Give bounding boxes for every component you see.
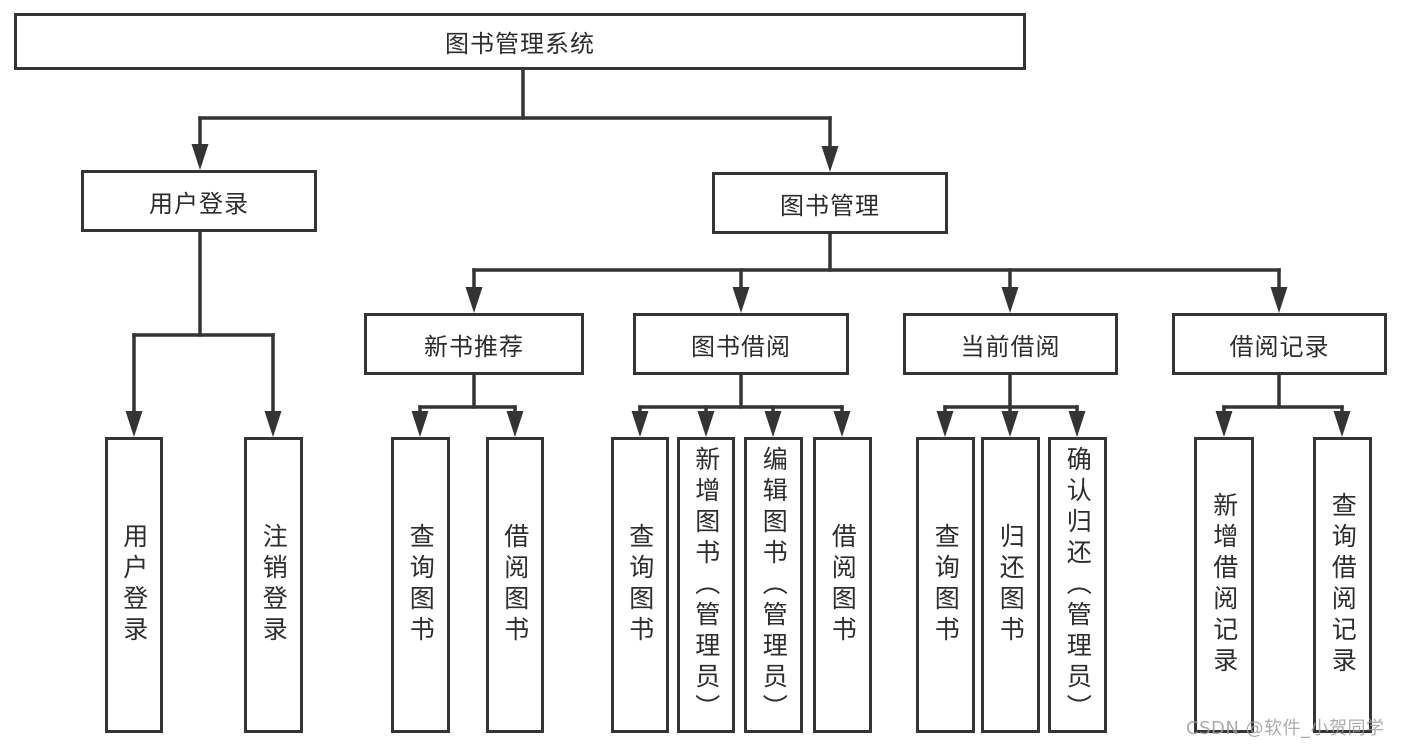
node-leaf-newbook-query: 查询图书 — [391, 437, 450, 733]
arrow-down-icon — [191, 144, 209, 170]
node-branch-book-management: 图书管理 — [712, 172, 948, 234]
node-leaf-current-confirm-admin: 确认归还（管理员） — [1048, 437, 1107, 733]
arrow-down-icon — [936, 411, 954, 437]
arrow-down-icon — [764, 411, 782, 437]
arrow-down-icon — [697, 411, 715, 437]
arrow-down-icon — [833, 411, 851, 437]
node-leaf-logout: 注销登录 — [244, 437, 303, 733]
arrow-down-icon — [1333, 411, 1351, 437]
node-leaf-borrow-add-admin: 新增图书（管理员） — [677, 437, 735, 733]
node-leaf-borrow-borrow: 借阅图书 — [813, 437, 872, 733]
node-leaf-newbook-borrow: 借阅图书 — [486, 437, 544, 733]
arrow-down-icon — [631, 411, 649, 437]
node-branch-new-book-recommend: 新书推荐 — [364, 313, 584, 375]
arrow-down-icon — [1215, 411, 1233, 437]
csdn-watermark: CSDN @软件_小贺同学 — [1186, 718, 1385, 739]
node-leaf-records-query: 查询借阅记录 — [1313, 437, 1372, 733]
arrow-down-icon — [1270, 287, 1288, 313]
node-leaf-borrow-query: 查询图书 — [611, 437, 669, 733]
node-leaf-records-add: 新增借阅记录 — [1194, 437, 1254, 733]
arrow-down-icon — [1001, 411, 1019, 437]
node-leaf-current-query: 查询图书 — [916, 437, 975, 733]
node-root-library-system: 图书管理系统 — [14, 13, 1026, 70]
arrow-down-icon — [125, 411, 143, 437]
node-branch-current-borrow: 当前借阅 — [903, 313, 1118, 375]
arrow-down-icon — [1001, 287, 1019, 313]
node-branch-borrow-records: 借阅记录 — [1172, 313, 1387, 375]
node-leaf-borrow-edit-admin: 编辑图书（管理员） — [744, 437, 803, 733]
arrow-down-icon — [1068, 411, 1086, 437]
arrow-down-icon — [264, 411, 282, 437]
arrow-down-icon — [732, 287, 750, 313]
arrow-down-icon — [411, 411, 429, 437]
node-leaf-current-return: 归还图书 — [981, 437, 1040, 733]
arrow-down-icon — [821, 146, 839, 172]
node-leaf-user-login: 用户登录 — [105, 437, 163, 733]
node-branch-user-login: 用户登录 — [81, 170, 317, 232]
arrow-down-icon — [465, 287, 483, 313]
arrow-down-icon — [506, 411, 524, 437]
node-branch-book-borrow: 图书借阅 — [633, 313, 849, 375]
